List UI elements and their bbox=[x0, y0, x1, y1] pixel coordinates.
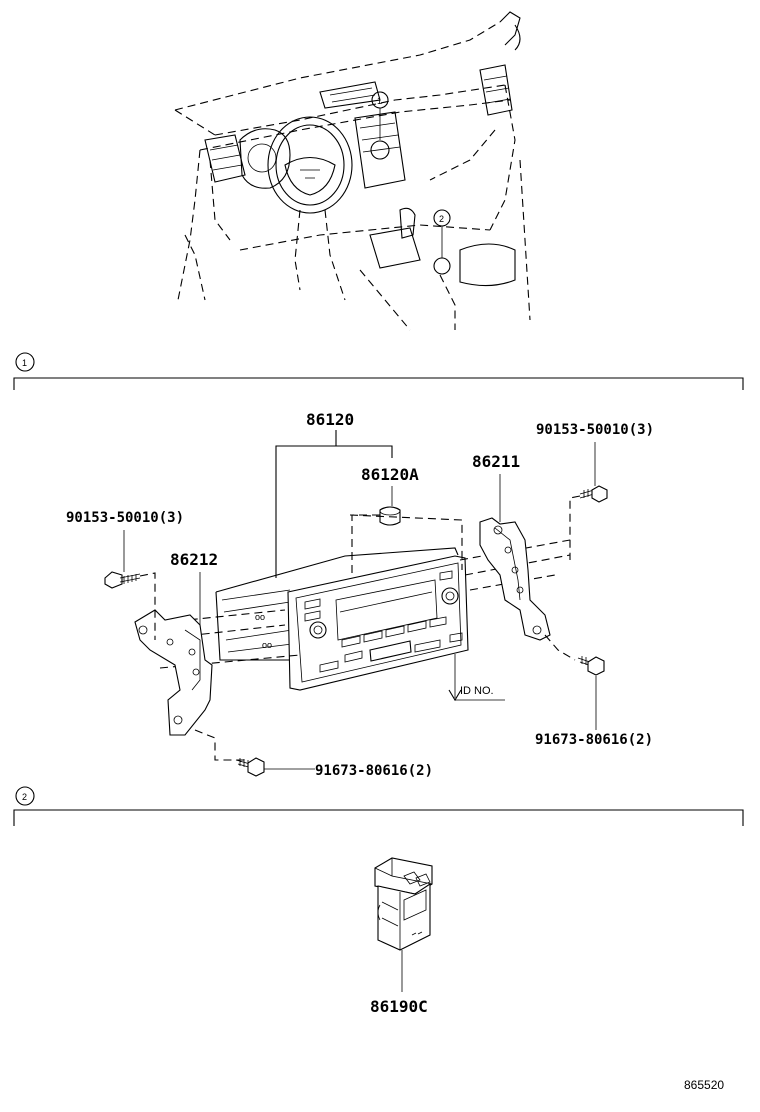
section-1-marker-label: 1 bbox=[22, 358, 27, 368]
screw-90153-right: 90153-50010(3) bbox=[536, 422, 654, 560]
svg-text:oo: oo bbox=[262, 640, 272, 650]
section-1-bracket bbox=[13, 377, 744, 390]
part-86120-label: 86120 bbox=[306, 410, 354, 429]
part-86212-label: 86212 bbox=[170, 550, 218, 569]
part-91673-right-label: 91673-80616(2) bbox=[535, 732, 653, 748]
radio-assembly: 86120 86120A oo oo bbox=[137, 410, 571, 702]
section-1-header: 1 bbox=[13, 352, 744, 390]
screw-91673-right: 91673-80616(2) bbox=[535, 656, 653, 748]
part-86190C-label: 86190C bbox=[370, 997, 428, 1016]
left-bracket-86212: 86212 bbox=[134, 550, 248, 761]
right-bracket-86211: 86211 bbox=[472, 452, 576, 661]
screw-90153-left: 90153-50010(3) bbox=[66, 510, 184, 640]
overview-callout-2-label: 2 bbox=[439, 214, 444, 224]
id-no-label: ID NO. bbox=[460, 685, 494, 697]
dashboard-overview: 1 2 bbox=[174, 11, 531, 331]
section-2-marker bbox=[15, 786, 35, 806]
part-90153-left-label: 90153-50010(3) bbox=[66, 510, 184, 526]
svg-text:oo: oo bbox=[255, 612, 265, 622]
part-86211-label: 86211 bbox=[472, 452, 520, 471]
reference-code: 865520 bbox=[684, 1078, 724, 1092]
part-90153-right-label: 90153-50010(3) bbox=[536, 422, 654, 438]
radio-faceplate bbox=[287, 555, 469, 691]
section-2-bracket bbox=[13, 809, 744, 826]
section-1-marker bbox=[15, 352, 35, 372]
section-2-marker-label: 2 bbox=[22, 792, 27, 802]
overview-callout-1-label: 1 bbox=[377, 96, 382, 106]
part-91673-bottom-label: 91673-80616(2) bbox=[315, 763, 433, 779]
part-86120A-label: 86120A bbox=[361, 465, 419, 484]
section-2-header: 2 bbox=[13, 786, 744, 826]
switch-86190C: 86190C bbox=[370, 857, 433, 1016]
screw-91673-bottom: 91673-80616(2) bbox=[235, 757, 433, 779]
